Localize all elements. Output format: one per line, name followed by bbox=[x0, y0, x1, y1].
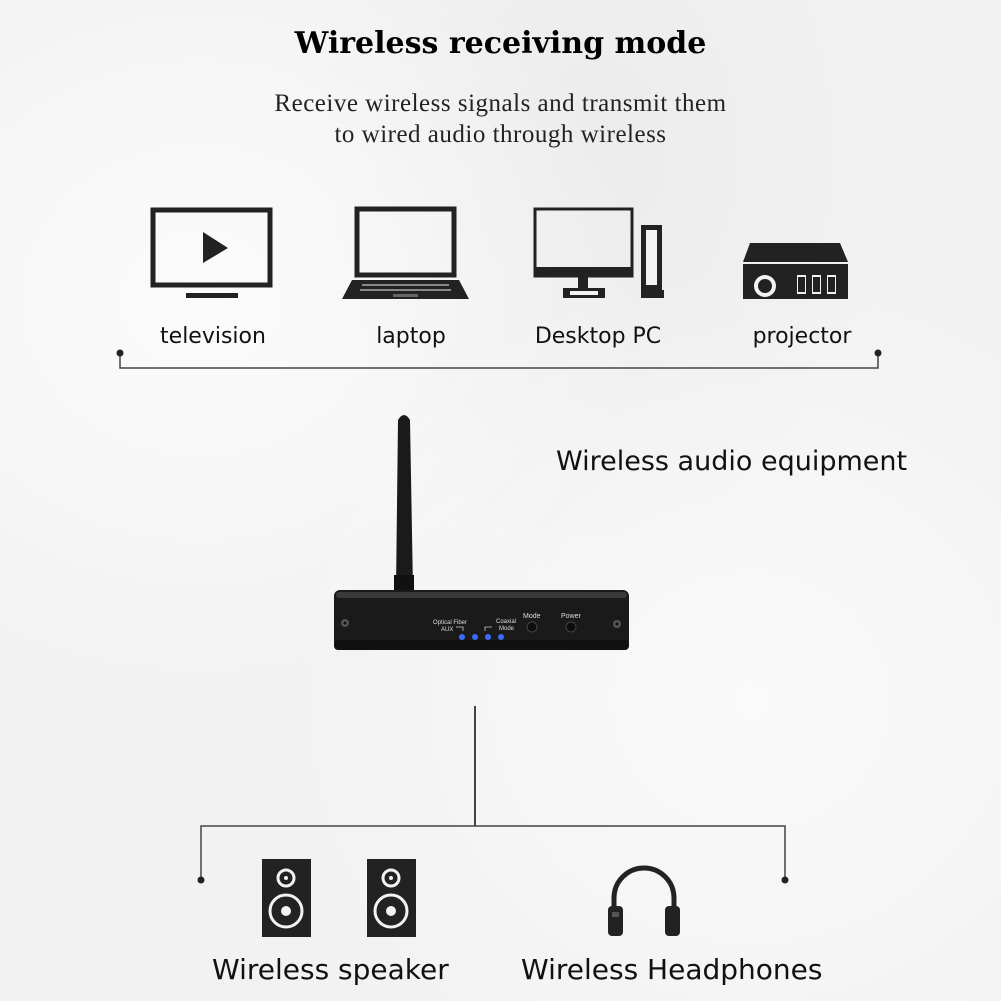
projector-icon bbox=[743, 243, 848, 299]
mode-button[interactable] bbox=[526, 621, 538, 633]
output-label-headphones: Wireless Headphones bbox=[521, 953, 823, 986]
label-aux: AUX bbox=[441, 627, 453, 633]
television-icon bbox=[150, 207, 273, 298]
label-mode-button: Mode bbox=[523, 613, 541, 620]
speaker-icon bbox=[262, 859, 311, 937]
label-optical-fiber: Optical Fiber bbox=[433, 620, 467, 626]
led-1 bbox=[459, 634, 465, 640]
led-4 bbox=[498, 634, 504, 640]
subtitle-line-1: Receive wireless signals and transmit th… bbox=[274, 90, 727, 117]
laptop-icon bbox=[342, 206, 469, 299]
outputs-bracket bbox=[197, 706, 789, 884]
speaker-icon bbox=[367, 859, 416, 937]
source-label-projector: projector bbox=[752, 324, 852, 349]
equipment-label: Wireless audio equipment bbox=[556, 446, 908, 477]
sources-bracket bbox=[116, 349, 882, 369]
output-label-speaker: Wireless speaker bbox=[212, 953, 449, 986]
source-label-desktop-pc: Desktop PC bbox=[534, 324, 662, 349]
led-3 bbox=[485, 634, 491, 640]
page-title: Wireless receiving mode bbox=[294, 26, 707, 61]
audio-device: Optical Fiber AUX Coaxial Mode Mode Powe… bbox=[334, 415, 629, 650]
page-subtitle: Receive wireless signals and transmit th… bbox=[0, 88, 1001, 150]
source-label-laptop: laptop bbox=[376, 324, 446, 349]
led-2 bbox=[472, 634, 478, 640]
headphones-icon bbox=[608, 865, 680, 936]
antenna bbox=[396, 415, 413, 590]
label-power-button: Power bbox=[561, 613, 582, 620]
desktop-pc-icon bbox=[533, 207, 664, 298]
source-label-television: television bbox=[160, 324, 266, 349]
power-button[interactable] bbox=[565, 621, 577, 633]
subtitle-line-2: to wired audio through wireless bbox=[334, 121, 667, 148]
label-coaxial: Coaxial bbox=[496, 619, 516, 625]
label-mode-small: Mode bbox=[499, 626, 515, 632]
